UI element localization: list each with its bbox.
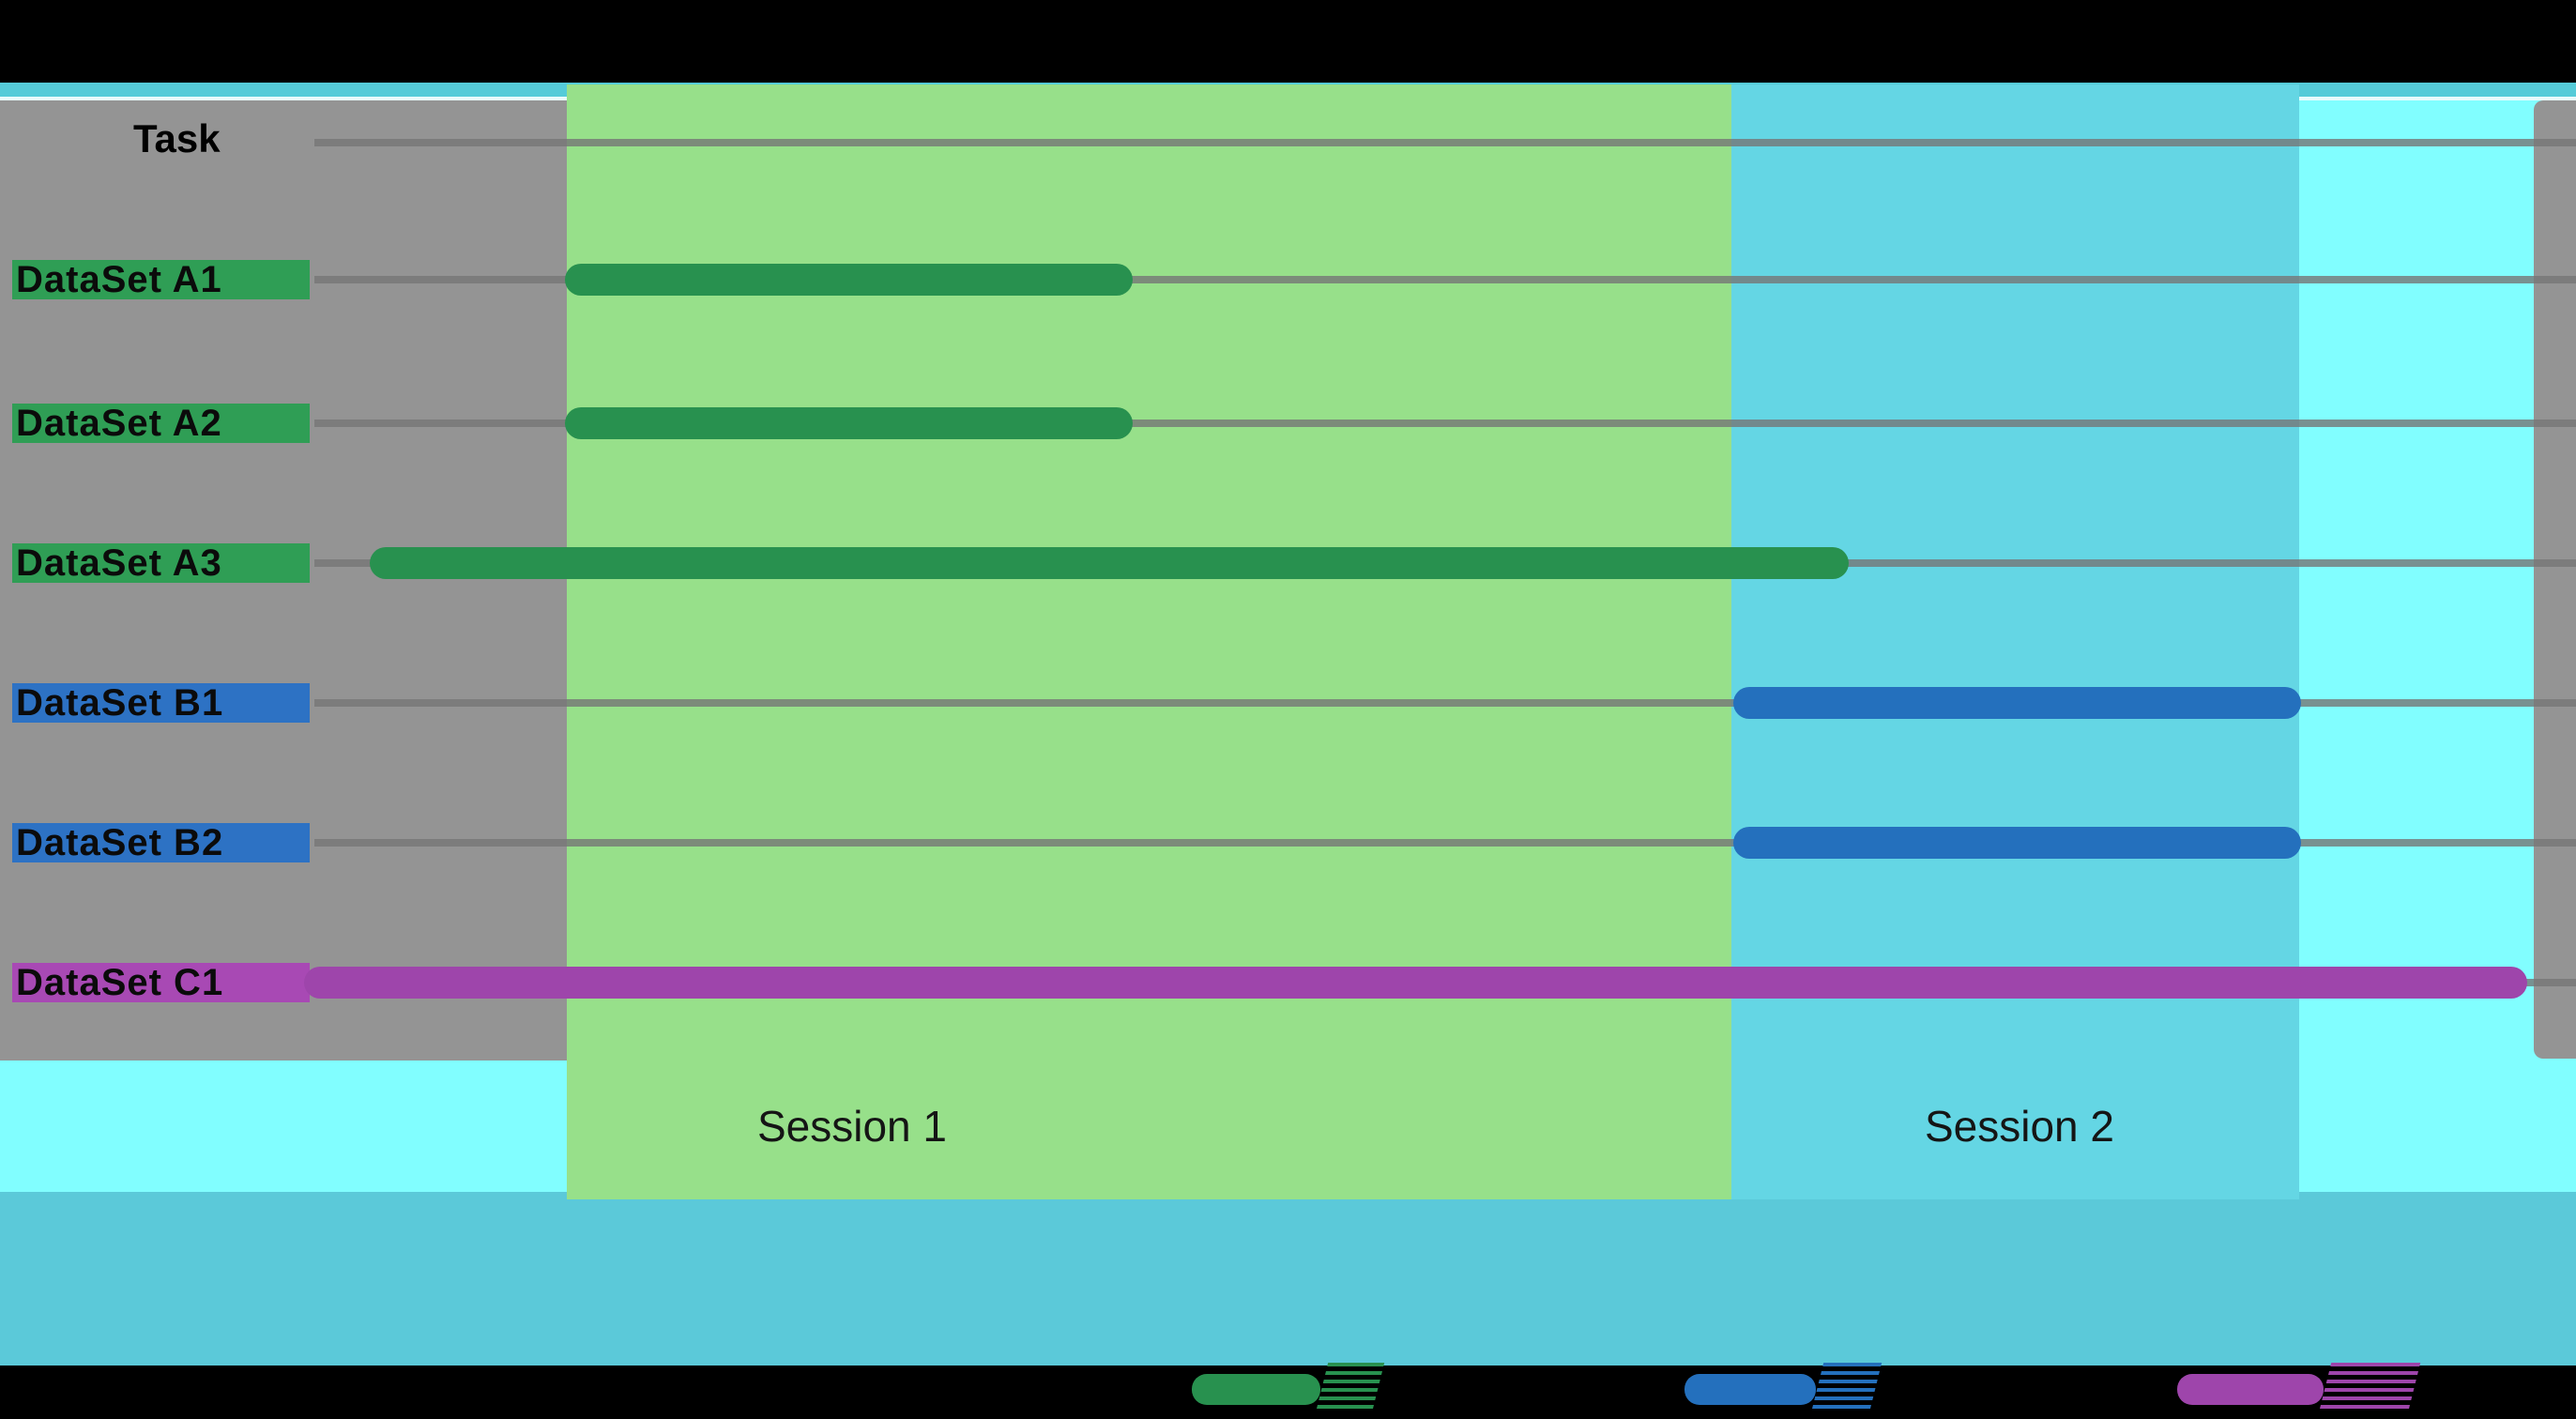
row-label-chip: DataSet A2: [12, 404, 310, 443]
legend-label-mark-C[interactable]: [2319, 1363, 2421, 1410]
right-gray-margin: [2534, 100, 2576, 1059]
gridline: [314, 139, 2576, 146]
row-label-chip: DataSet B1: [12, 683, 310, 723]
session2-label: Session 2: [1924, 1102, 2115, 1151]
gantt-bar: [565, 264, 1133, 296]
session2-panel: [1731, 84, 2299, 1199]
legend-label-mark-B[interactable]: [1811, 1363, 1882, 1410]
top-black-band: [0, 0, 2576, 83]
lower-turquoise-band: [0, 1192, 2576, 1366]
row-label-chip: DataSet A1: [12, 260, 310, 299]
gridline: [314, 699, 2576, 707]
row-label-chip: DataSet B2: [12, 823, 310, 862]
row-label-chip: DataSet C1: [12, 963, 310, 1002]
row-label-chip: DataSet A3: [12, 543, 310, 583]
legend-swatch-C[interactable]: [2177, 1374, 2324, 1405]
session1-label: Session 1: [756, 1102, 948, 1151]
gridline: [314, 276, 2576, 283]
gridline: [314, 839, 2576, 847]
legend-label-mark-A[interactable]: [1316, 1363, 1385, 1410]
legend-swatch-A[interactable]: [1192, 1374, 1320, 1405]
gantt-bar: [1733, 827, 2301, 859]
gridline: [314, 420, 2576, 427]
task-column-header: Task: [133, 116, 221, 160]
gantt-bar: [370, 547, 1849, 579]
gantt-bar: [1733, 687, 2301, 719]
session1-panel: [567, 84, 1731, 1199]
gantt-bar: [304, 967, 2527, 999]
legend-swatch-B[interactable]: [1684, 1374, 1816, 1405]
gantt-bar: [565, 407, 1133, 439]
